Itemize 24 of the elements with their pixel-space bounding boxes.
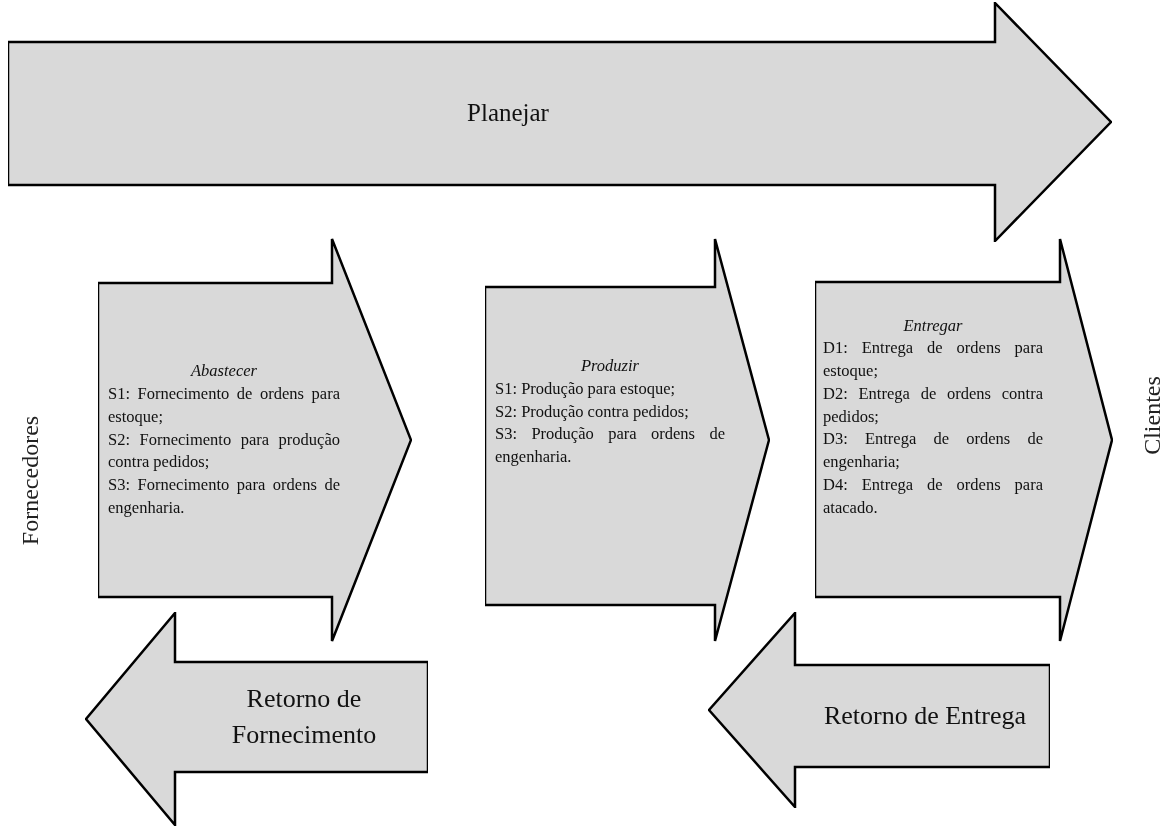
- process-block: [85, 612, 428, 826]
- process-block: [815, 238, 1113, 642]
- stage-heading: Abastecer: [189, 360, 258, 383]
- process-description: D3: Entrega de ordens de engenharia;: [823, 428, 1043, 474]
- process-description: S2: Produção contra pedidos;: [495, 400, 690, 423]
- process-description: S2: Fornecimento para produção contra pedidos;: [108, 428, 340, 474]
- process-block: [485, 238, 770, 642]
- stage-label: Retorno de Entrega: [822, 700, 1028, 733]
- process-description: S3: Fornecimento para ordens de engenharia.: [108, 474, 340, 519]
- side-label: Clientes: [1138, 375, 1166, 455]
- process-block: [8, 2, 1112, 242]
- side-label: Fornecedores: [16, 415, 44, 545]
- stage-heading: Entregar: [902, 314, 964, 337]
- process-description: S1: Fornecimento de ordens para estoque;: [108, 383, 340, 428]
- process-description: D2: Entrega de ordens contra pedidos;: [823, 382, 1043, 428]
- process-block: [708, 612, 1050, 808]
- process-description: S3: Produção para ordens de engenharia.: [495, 423, 725, 469]
- stage-heading: Produzir: [579, 355, 641, 378]
- stage-label: Retorno de Fornecimento: [230, 683, 378, 751]
- process-description: S1: Produção para estoque;: [495, 377, 677, 400]
- process-description: D1: Entrega de ordens para estoque;: [823, 337, 1043, 383]
- process-description: D4: Entrega de ordens para atacado.: [823, 473, 1043, 519]
- process-block: [98, 238, 412, 642]
- stage-label: Planejar: [466, 98, 550, 129]
